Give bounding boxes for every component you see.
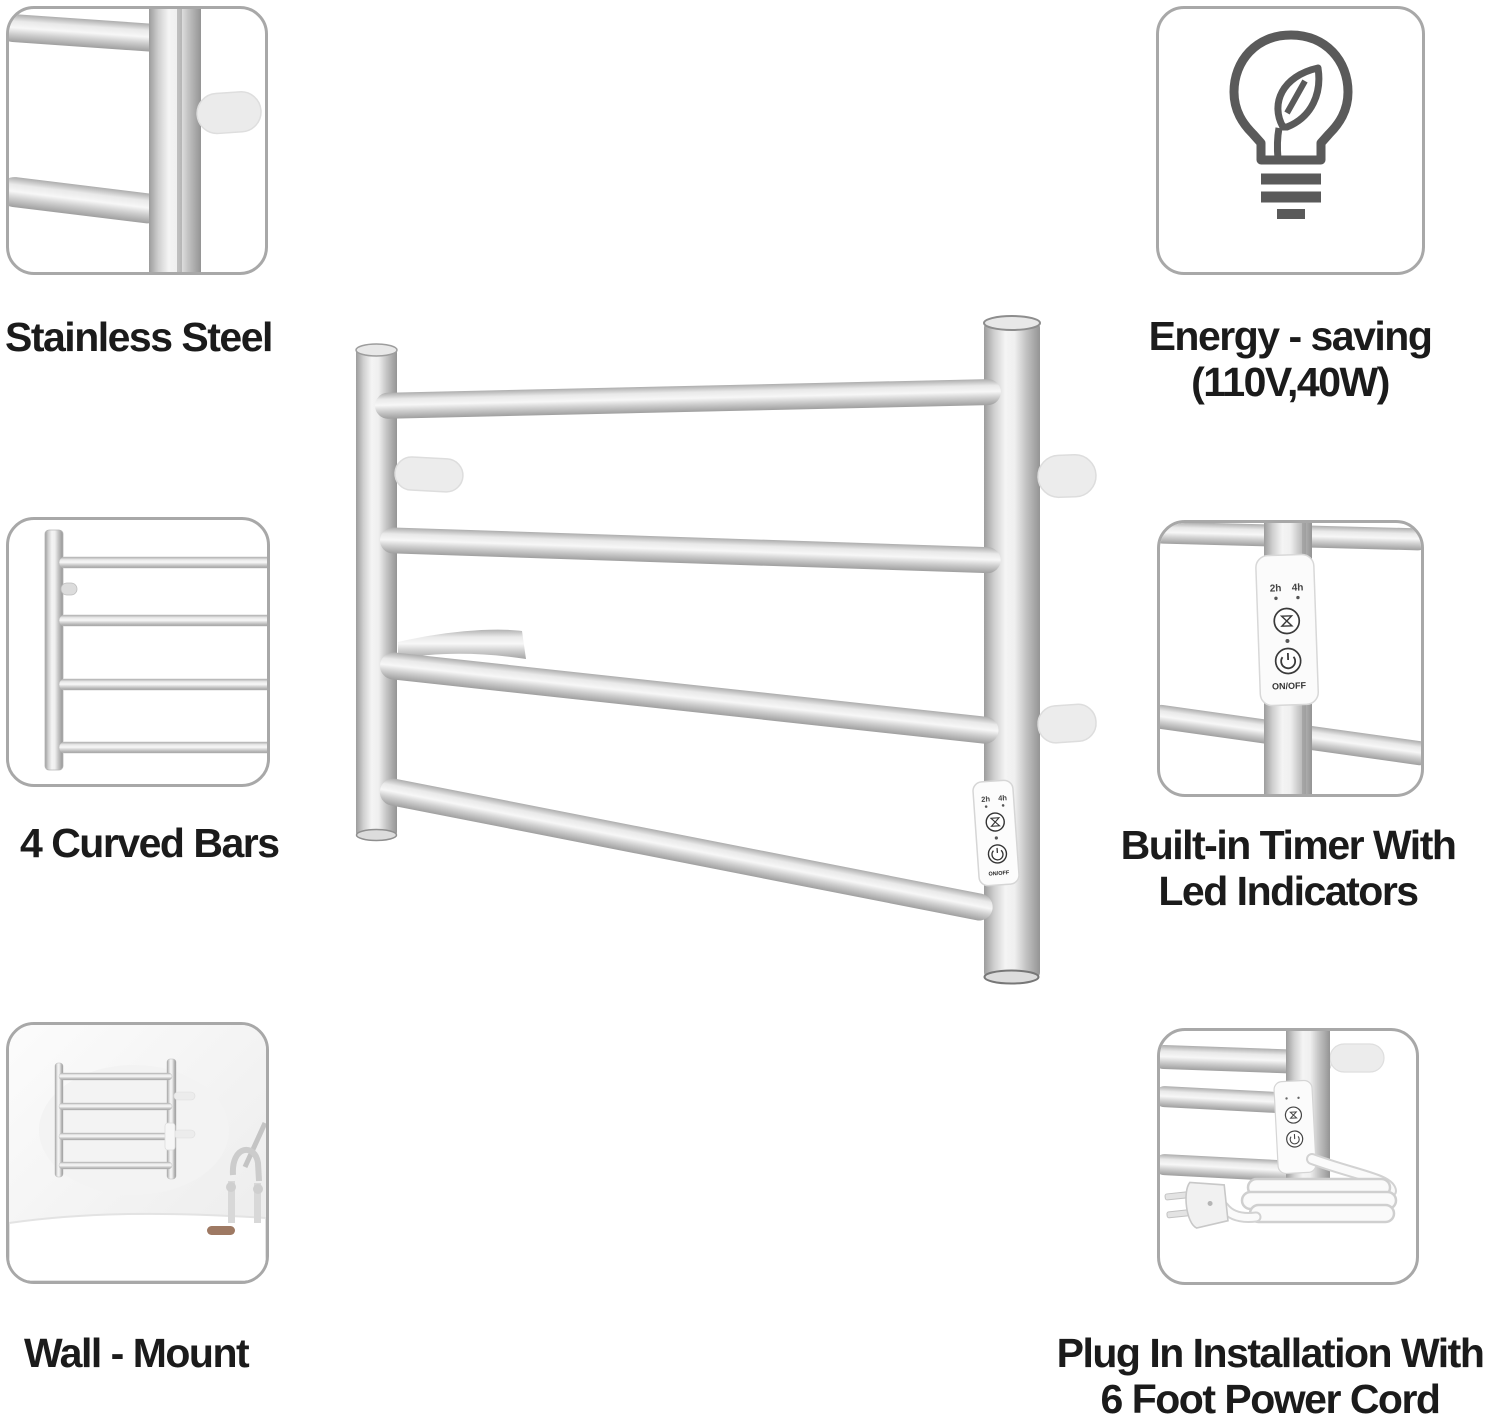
hourglass-icon — [1289, 1111, 1298, 1119]
led-indicator — [994, 836, 998, 840]
rail-bar — [58, 614, 267, 627]
bathtub-counter — [9, 1212, 266, 1281]
curved-bars-caption: 4 Curved Bars — [20, 820, 280, 866]
rail-bar — [58, 678, 267, 691]
control-panel: 2h 4h ON/OFF — [972, 779, 1020, 887]
plug-body — [1185, 1181, 1229, 1229]
power-button — [1286, 1130, 1304, 1148]
left-post — [356, 347, 397, 838]
wall-peg — [173, 1129, 196, 1139]
curved-bar-flare — [398, 629, 526, 659]
energy-caption-line1: Energy - saving — [1148, 313, 1433, 359]
hourglass-icon — [989, 817, 1001, 827]
hourglass-icon — [1279, 615, 1294, 627]
power-button — [1274, 647, 1302, 675]
rail-bar — [58, 556, 267, 569]
left-post-bottom-cap — [355, 828, 398, 842]
power-icon — [1289, 1134, 1300, 1145]
energy-saving-thumbnail — [1156, 6, 1425, 275]
bathroom-scene-art — [9, 1025, 266, 1281]
energy-caption: Energy - saving (110V,40W) — [1078, 313, 1500, 405]
curved-bars-thumbnail — [6, 517, 270, 787]
wall-shadow — [39, 1065, 229, 1195]
hand-shower — [242, 1121, 266, 1169]
control-panel — [1273, 1079, 1317, 1175]
wall-peg — [1329, 1043, 1385, 1073]
onoff-label: ON/OFF — [1272, 680, 1307, 691]
rail-bar-4 — [379, 778, 993, 921]
rail-bar-2 — [379, 527, 1001, 574]
stainless-closeup-art — [9, 9, 262, 272]
wall-peg — [196, 91, 262, 135]
timer-2h-label: 2h — [981, 794, 991, 804]
plug-hole — [1207, 1200, 1213, 1206]
stainless-steel-thumbnail — [6, 6, 268, 275]
led-indicator — [1274, 596, 1278, 601]
leaf — [1274, 64, 1323, 131]
timer-caption-line2: Led Indicators — [1158, 868, 1419, 914]
timer-caption-line1: Built-in Timer With — [1120, 822, 1457, 868]
wall-mount-thumbnail — [6, 1022, 269, 1284]
right-post-bottom-cap — [983, 969, 1040, 985]
onoff-label: ON/OFF — [988, 870, 1010, 877]
vertical-post — [149, 9, 201, 272]
timer-2h-label: 2h — [1270, 583, 1282, 594]
control-closeup-art: 2h 4h ON/OFF — [1160, 523, 1421, 794]
mounted-rack — [54, 1058, 196, 1180]
power-icon — [991, 847, 1004, 861]
control-panel — [164, 1122, 176, 1151]
timer-4h-label: 4h — [1292, 582, 1304, 593]
rail-bar — [58, 741, 267, 754]
right-post-top-cap — [983, 315, 1041, 331]
led-indicator — [1285, 638, 1290, 643]
power-icon — [1280, 656, 1297, 670]
soap-dish — [207, 1226, 235, 1235]
plug-thumbnail — [1157, 1028, 1419, 1285]
towel-warmer-product-photo: 2h 4h ON/OFF — [355, 315, 1097, 985]
plug-caption-line1: Plug In Installation With — [1056, 1330, 1485, 1376]
stainless-caption: Stainless Steel — [5, 314, 273, 360]
wall-peg — [1037, 454, 1097, 499]
leaf-stem — [1273, 127, 1283, 160]
faucet — [226, 1121, 266, 1223]
power-cord-art — [1160, 1031, 1398, 1229]
post-seam — [177, 9, 182, 272]
control-panel: 2h 4h ON/OFF — [1255, 553, 1320, 707]
plug-caption-line2: 6 Foot Power Cord — [1100, 1376, 1441, 1420]
plug-caption: Plug In Installation With 6 Foot Power C… — [1040, 1330, 1500, 1420]
lightbulb-leaf-icon — [1229, 30, 1353, 219]
power-cord — [1218, 1153, 1398, 1224]
rail-bar-1 — [374, 379, 1001, 419]
led-indicator — [1001, 804, 1005, 807]
wall-peg — [394, 456, 464, 493]
energy-caption-line2: (110V,40W) — [1191, 359, 1390, 405]
rail-bar — [9, 177, 163, 224]
vertical-post — [44, 529, 64, 771]
rail-bar — [9, 14, 169, 52]
wall-peg — [60, 582, 78, 596]
timer-caption: Built-in Timer With Led Indicators — [1068, 822, 1500, 914]
led-indicator — [1296, 595, 1300, 600]
wall-peg — [173, 1091, 196, 1101]
wall-mount-caption: Wall - Mount — [24, 1330, 250, 1376]
rail-bar-3 — [379, 652, 999, 744]
rail-bar — [1160, 1154, 1292, 1182]
wall-peg — [1037, 703, 1097, 744]
timer-thumbnail: 2h 4h ON/OFF — [1157, 520, 1424, 797]
leaf-vein — [1284, 79, 1308, 115]
timer-4h-label: 4h — [998, 793, 1008, 803]
left-post-top-cap — [355, 343, 398, 357]
led-indicator — [984, 805, 988, 808]
rack-line-art — [44, 529, 267, 771]
power-plug — [1164, 1181, 1229, 1229]
power-button — [987, 844, 1008, 864]
rail-bar — [1160, 1086, 1292, 1114]
bulb-outline — [1229, 30, 1353, 165]
